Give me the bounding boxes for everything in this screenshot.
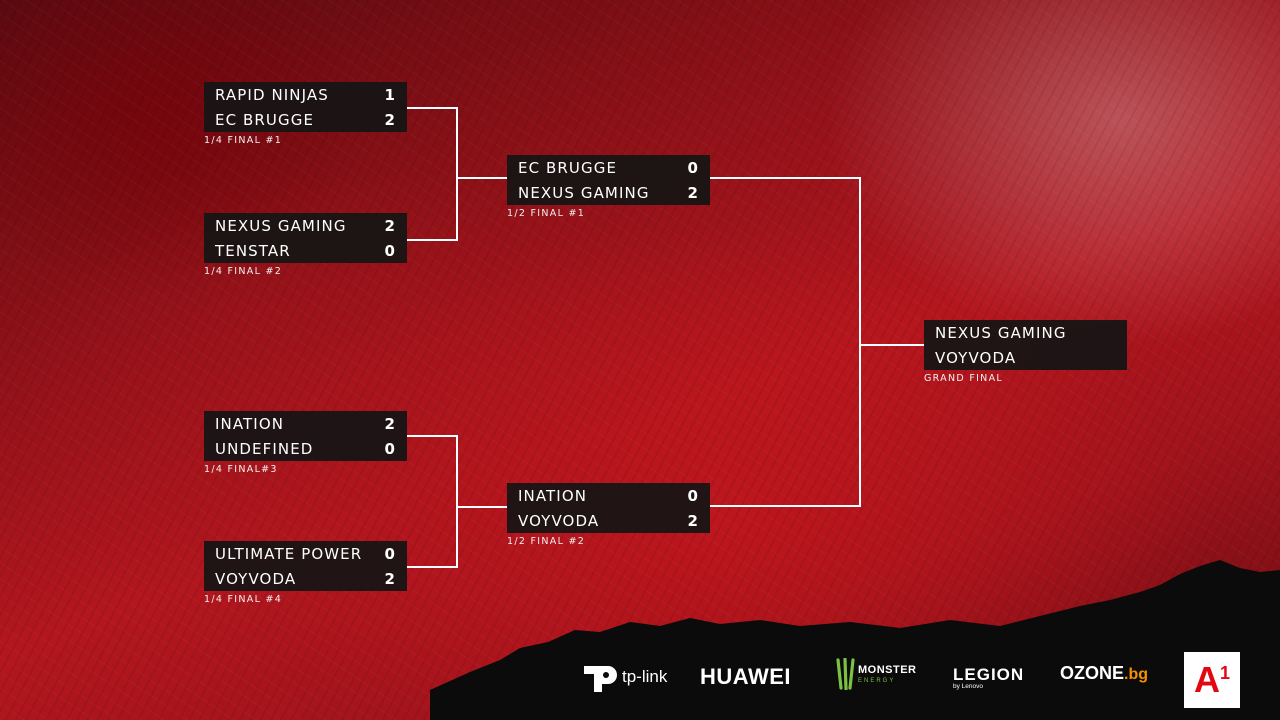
team-row[interactable]: INATION 0 [507, 483, 710, 508]
team-name: VOYVODA [518, 511, 600, 530]
team-row[interactable]: VOYVODA 2 [204, 566, 407, 591]
tplink-wordmark: tp-link [622, 667, 668, 686]
team-score: 1 [384, 85, 396, 104]
match-box: ULTIMATE POWER 0 VOYVODA 2 [204, 541, 407, 591]
legion-wordmark: LEGION [953, 665, 1025, 684]
team-name: UNDEFINED [215, 439, 314, 458]
match-label: GRAND FINAL [924, 373, 1003, 384]
team-row[interactable]: TENSTAR 0 [204, 238, 407, 263]
team-row[interactable]: ULTIMATE POWER 0 [204, 541, 407, 566]
team-row[interactable]: RAPID NINJAS 1 [204, 82, 407, 107]
team-name: ULTIMATE POWER [215, 544, 363, 563]
tplink-logo[interactable]: tp-link [580, 660, 667, 694]
match-semifinal-2[interactable]: INATION 0 VOYVODA 2 1/2 FINAL #2 [507, 483, 710, 547]
team-row[interactable]: UNDEFINED 0 [204, 436, 407, 461]
match-box: NEXUS GAMING VOYVODA [924, 320, 1127, 370]
team-score: 0 [384, 439, 396, 458]
team-row[interactable]: VOYVODA 2 [507, 508, 710, 533]
ozone-tld: .bg [1124, 666, 1149, 683]
match-quarterfinal-1[interactable]: RAPID NINJAS 1 EC BRUGGE 2 1/4 FINAL #1 [204, 82, 407, 146]
match-label: 1/2 FINAL #2 [507, 536, 586, 547]
legion-subtitle: by Lenovo [953, 683, 983, 690]
monster-subtitle: ENERGY [858, 677, 896, 684]
connector-qf1-qf2 [407, 107, 458, 241]
match-quarterfinal-4[interactable]: ULTIMATE POWER 0 VOYVODA 2 1/4 FINAL #4 [204, 541, 407, 605]
match-box: INATION 0 VOYVODA 2 [507, 483, 710, 533]
team-row[interactable]: EC BRUGGE 2 [204, 107, 407, 132]
team-score: 2 [687, 183, 699, 202]
monster-logo[interactable]: MONSTER ENERGY [836, 658, 917, 690]
team-name: NEXUS GAMING [518, 183, 650, 202]
team-row[interactable]: NEXUS GAMING 2 [204, 213, 407, 238]
monster-claw-icon [836, 658, 855, 690]
team-row[interactable]: INATION 2 [204, 411, 407, 436]
team-score: 2 [384, 414, 396, 433]
team-score: 0 [384, 241, 396, 260]
match-quarterfinal-2[interactable]: NEXUS GAMING 2 TENSTAR 0 1/4 FINAL #2 [204, 213, 407, 277]
legion-logo[interactable]: LEGION by Lenovo [953, 666, 1024, 691]
team-name: VOYVODA [935, 348, 1017, 367]
ozone-logo[interactable]: OZONE.bg [1060, 663, 1148, 684]
a1-superscript: 1 [1219, 662, 1230, 683]
team-name: NEXUS GAMING [215, 216, 347, 235]
team-row[interactable]: NEXUS GAMING [924, 320, 1127, 345]
match-semifinal-1[interactable]: EC BRUGGE 0 NEXUS GAMING 2 1/2 FINAL #1 [507, 155, 710, 219]
team-score: 0 [687, 158, 699, 177]
match-label: 1/4 FINAL#3 [204, 464, 278, 475]
match-label: 1/2 FINAL #1 [507, 208, 586, 219]
match-box: EC BRUGGE 0 NEXUS GAMING 2 [507, 155, 710, 205]
team-score: 0 [687, 486, 699, 505]
team-name: EC BRUGGE [215, 110, 315, 129]
team-score: 2 [384, 216, 396, 235]
match-box: RAPID NINJAS 1 EC BRUGGE 2 [204, 82, 407, 132]
team-name: INATION [518, 486, 588, 505]
match-label: 1/4 FINAL #4 [204, 594, 283, 605]
team-name: VOYVODA [215, 569, 297, 588]
connector-qf3-qf4 [407, 435, 458, 568]
team-score: 2 [384, 569, 396, 588]
monster-wordmark: MONSTER [858, 663, 917, 676]
team-name: EC BRUGGE [518, 158, 618, 177]
connector-sf1-sf2 [710, 177, 861, 507]
team-name: RAPID NINJAS [215, 85, 329, 104]
team-score: 2 [384, 110, 396, 129]
tplink-icon [584, 666, 617, 692]
ozone-wordmark: OZONE [1060, 663, 1125, 683]
team-name: TENSTAR [215, 241, 291, 260]
team-row[interactable]: VOYVODA [924, 345, 1127, 370]
match-label: 1/4 FINAL #2 [204, 266, 283, 277]
match-label: 1/4 FINAL #1 [204, 135, 283, 146]
match-grand-final[interactable]: NEXUS GAMING VOYVODA GRAND FINAL [924, 320, 1127, 384]
team-score: 0 [384, 544, 396, 563]
team-name: NEXUS GAMING [935, 323, 1067, 342]
a1-letter: A [1193, 659, 1220, 700]
huawei-logo[interactable]: HUAWEI [700, 664, 791, 689]
match-quarterfinal-3[interactable]: INATION 2 UNDEFINED 0 1/4 FINAL#3 [204, 411, 407, 475]
match-box: INATION 2 UNDEFINED 0 [204, 411, 407, 461]
team-name: INATION [215, 414, 285, 433]
match-box: NEXUS GAMING 2 TENSTAR 0 [204, 213, 407, 263]
team-score: 2 [687, 511, 699, 530]
team-row[interactable]: EC BRUGGE 0 [507, 155, 710, 180]
team-row[interactable]: NEXUS GAMING 2 [507, 180, 710, 205]
